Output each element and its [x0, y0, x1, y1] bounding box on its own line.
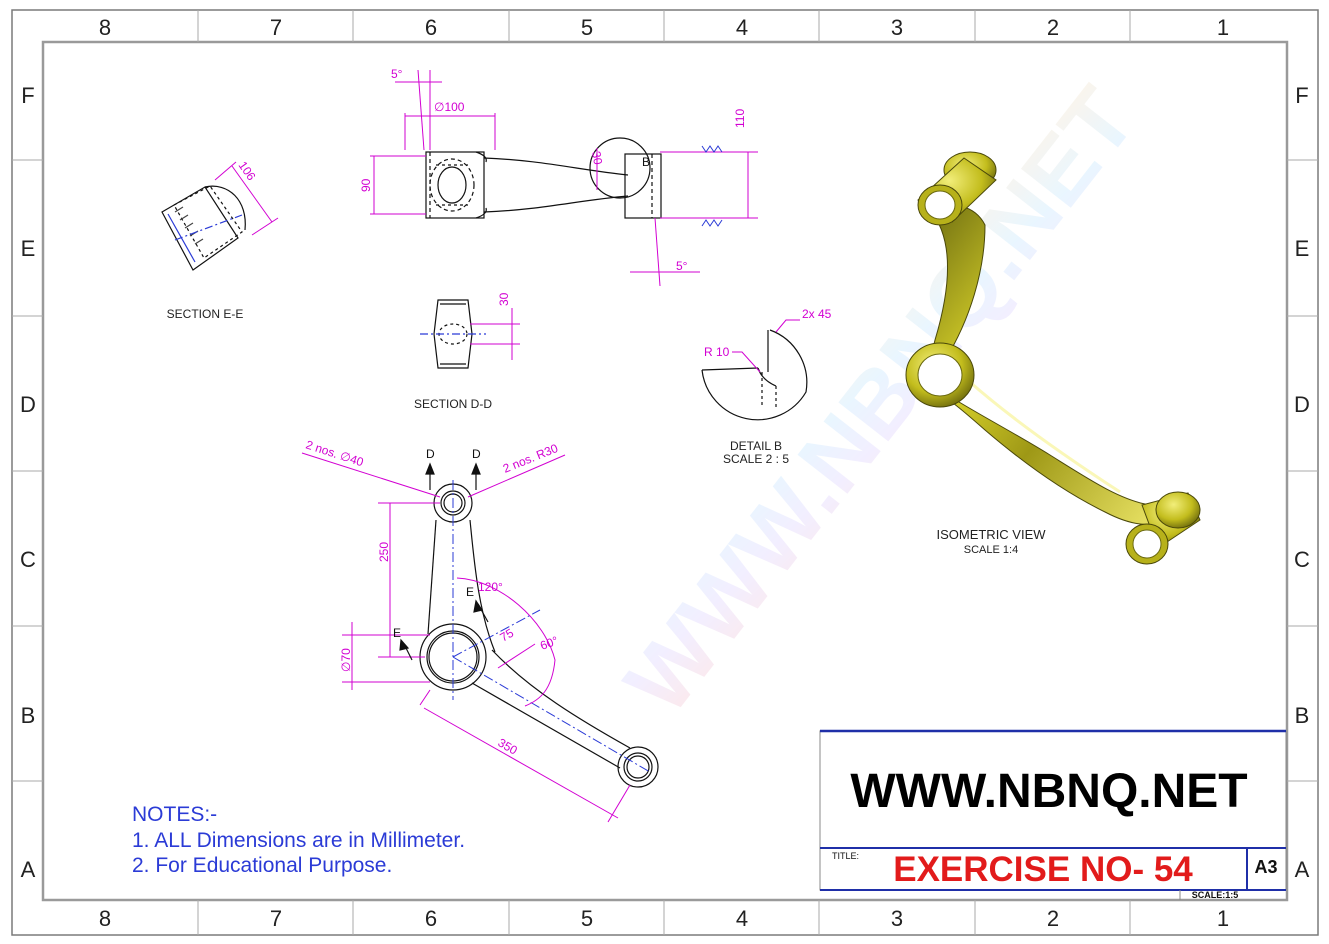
col-label-top: 8	[99, 15, 111, 40]
dim-90: 90	[359, 178, 373, 192]
middle-boss	[905, 342, 975, 408]
note-item: 1. ALL Dimensions are in Millimeter.	[132, 829, 465, 852]
col-label-bottom: 4	[736, 906, 748, 931]
isometric-title: ISOMETRIC VIEW	[936, 527, 1046, 542]
dim-5deg-top: 5°	[391, 67, 403, 81]
col-label-bottom: 5	[581, 906, 593, 931]
front-view-dims	[301, 452, 631, 823]
col-label-top: 4	[736, 15, 748, 40]
section-arrows	[399, 462, 489, 661]
row-label-right: F	[1295, 83, 1308, 108]
section-ee-view	[161, 185, 246, 271]
col-label-top: 3	[891, 15, 903, 40]
isometric-scale: SCALE 1:4	[964, 544, 1018, 556]
drawing-title: EXERCISE NO- 54	[893, 850, 1193, 889]
row-label-right: C	[1294, 547, 1310, 572]
drawing-scale: SCALE:1:5	[1192, 890, 1239, 900]
section-label-d-right: D	[472, 447, 481, 461]
note-item: 2. For Educational Purpose.	[132, 854, 392, 877]
row-label-left: B	[21, 703, 36, 728]
section-dd-title: SECTION D-D	[414, 397, 492, 411]
col-label-top: 6	[425, 15, 437, 40]
row-label-left: D	[20, 392, 36, 417]
section-dd-view	[420, 299, 486, 369]
dim-5deg-bottom: 5°	[676, 259, 688, 273]
dim-dia-70: ∅70	[339, 648, 353, 672]
row-label-left: A	[21, 857, 36, 882]
col-label-top: 1	[1217, 15, 1229, 40]
bottom-boss	[1125, 491, 1201, 565]
row-label-right: A	[1295, 857, 1310, 882]
top-boss	[917, 151, 997, 226]
dim-120deg: 120°	[478, 580, 503, 594]
col-label-top: 7	[270, 15, 282, 40]
dim-chamfer: 2x 45	[802, 307, 832, 321]
section-dd-dims	[470, 308, 520, 360]
front-view-centerlines	[452, 480, 651, 773]
dim-75: 75	[498, 626, 517, 645]
zone-ticks	[12, 10, 1318, 935]
dim-110: 110	[733, 109, 747, 128]
top-view	[425, 137, 662, 219]
title-block-website: WWW.NBNQ.NET	[850, 765, 1247, 818]
detail-b-leaders	[732, 319, 800, 373]
row-label-left: C	[20, 547, 36, 572]
col-label-bottom: 8	[99, 906, 111, 931]
section-ee-title: SECTION E-E	[167, 307, 244, 321]
section-label-e-lower: E	[393, 626, 401, 640]
title-block	[819, 729, 1287, 900]
section-ee-dims	[214, 161, 279, 236]
dim-r10: R 10	[704, 345, 730, 359]
section-label-d-left: D	[426, 447, 435, 461]
isometric-part	[905, 151, 1201, 565]
detail-b-callout: B	[642, 155, 650, 169]
detail-b-title: DETAIL B	[730, 439, 782, 453]
row-label-left: F	[21, 83, 34, 108]
sheet-size: A3	[1254, 857, 1277, 877]
dim-60deg: 60°	[538, 633, 560, 652]
section-label-e-upper: E	[466, 585, 474, 599]
col-label-top: 5	[581, 15, 593, 40]
row-label-left: E	[21, 236, 36, 261]
dim-250: 250	[377, 542, 391, 562]
zone-labels: 8 7 6 5 4 3 2 1 8 7 6 5 4 3 2 1 F E D C …	[20, 15, 1310, 931]
col-label-top: 2	[1047, 15, 1059, 40]
row-label-right: B	[1295, 703, 1310, 728]
dim-dia-100: ∅100	[434, 100, 465, 114]
detail-b-scale: SCALE 2 : 5	[723, 452, 789, 466]
row-label-right: E	[1295, 236, 1310, 261]
col-label-bottom: 3	[891, 906, 903, 931]
row-label-right: D	[1294, 392, 1310, 417]
top-view-dims	[370, 69, 758, 287]
title-label: TITLE:	[832, 851, 859, 861]
col-label-bottom: 7	[270, 906, 282, 931]
col-label-bottom: 1	[1217, 906, 1229, 931]
dim-30-top: 30	[589, 150, 605, 166]
dim-30-dd: 30	[497, 292, 511, 306]
surface-finish-symbols	[701, 145, 723, 227]
col-label-bottom: 6	[425, 906, 437, 931]
col-label-bottom: 2	[1047, 906, 1059, 931]
notes-title: NOTES:-	[132, 803, 217, 826]
